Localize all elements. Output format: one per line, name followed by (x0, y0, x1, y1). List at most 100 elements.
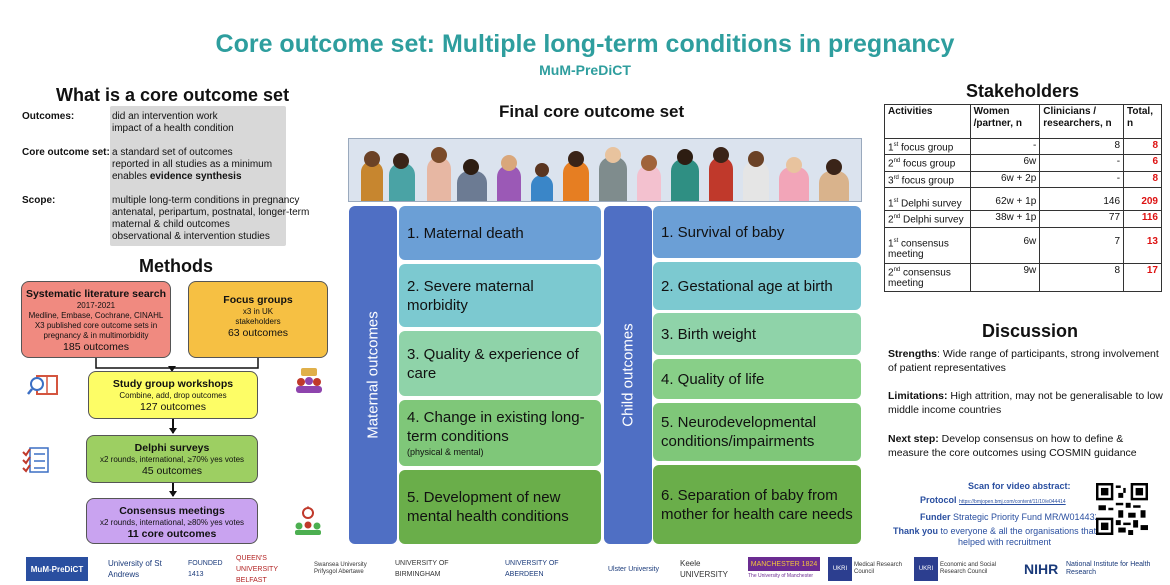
birmingham-logo: UNIVERSITY OF BIRMINGHAM (395, 560, 449, 578)
definition-line: enables evidence synthesis (112, 171, 242, 182)
consensus-line: x2 rounds, international, ≥80% yes votes (99, 518, 245, 527)
nihr-logo: NIHR (1024, 560, 1059, 577)
aberdeen-logo: UNIVERSITY OF ABERDEEN (505, 560, 559, 578)
poster-title: Core outcome set: Multiple long-term con… (215, 30, 955, 58)
methods-connectors (95, 358, 259, 372)
total-cell: 8 (1123, 137, 1162, 156)
delphi-line: x2 rounds, international, ≥70% yes votes (99, 455, 245, 464)
consensus-box: Consensus meetings x2 rounds, internatio… (86, 498, 258, 544)
total-cell: 8 (1123, 170, 1162, 188)
mum-predict-logo: MuM-PreDiCT (26, 557, 88, 581)
lit-search-box: Systematic literature search 2017-2021 M… (21, 281, 171, 358)
esrc-logo: Economic and Social Research Council (940, 562, 997, 575)
definition-line: impact of a health condition (112, 123, 234, 134)
mrc-logo: Medical Research Council (854, 562, 903, 575)
methods-heading: Methods (139, 256, 213, 276)
definition-key: Outcomes: (22, 111, 75, 122)
women-cell: 6w + 2p (969, 170, 1041, 188)
activity-cell: 1st focus group (884, 137, 971, 156)
stakeholders-heading: Stakeholders (966, 81, 1080, 101)
connector-line (171, 358, 259, 370)
activity-cell: 2nd focus group (884, 154, 971, 172)
women-cell: 38w + 1p (969, 210, 1041, 228)
definition-line: reported in all studies as a minimum (112, 159, 273, 170)
focus-groups-count: 63 outcomes (227, 327, 289, 339)
st-andrews-logo: University of St Andrews (108, 559, 162, 579)
women-cell: 6w (969, 226, 1041, 264)
total-cell: 17 (1123, 262, 1162, 292)
lit-search-title: Systematic literature search (25, 288, 167, 300)
women-cell: 9w (969, 262, 1041, 292)
child-outcome-card: 1. Survival of baby (653, 206, 861, 258)
total-cell: 6 (1123, 154, 1162, 172)
checklist-icon (22, 447, 49, 473)
consensus-title: Consensus meetings (119, 505, 225, 517)
protocol-line[interactable]: Protocol https://bmjopen.bmj.com/content… (920, 495, 1066, 505)
lit-search-line: 2017-2021 (76, 301, 116, 310)
definition-highlight (110, 106, 286, 246)
clin-cell: 7 (1039, 226, 1125, 264)
women-cell: 62w + 1p (969, 186, 1041, 212)
stakeholders-table: Activities Women /partner, n Clinicians … (884, 104, 1162, 292)
ulster-logo: Ulster University (608, 565, 659, 573)
focus-groups-title: Focus groups (223, 294, 293, 306)
definition-key: Scope: (22, 195, 56, 206)
manchester-logo: MANCHESTER 1824 (748, 557, 820, 571)
nihr-sub-logo: National Institute for Health Research (1066, 561, 1151, 576)
workshops-line: Combine, add, drop outcomes (119, 391, 227, 400)
definition-value: multiple long-term conditions in pregnan… (112, 195, 332, 243)
funder-line: Funder Strategic Priority Fund MR/W01443… (920, 512, 1108, 522)
delphi-title: Delphi surveys (134, 442, 210, 454)
clin-cell: 146 (1039, 186, 1125, 212)
clin-cell: - (1039, 170, 1125, 188)
lit-search-count: 185 outcomes (63, 341, 129, 353)
activity-cell: 2nd Delphi survey (884, 210, 971, 228)
definition-line: observational & intervention studies (112, 231, 270, 242)
table-header-cell: Clinicians / researchers, n (1039, 104, 1125, 139)
maternal-outcome-card: 1. Maternal death (399, 206, 601, 260)
discussion-strengths: Strengths: Wide range of participants, s… (888, 348, 1159, 374)
definition-line: did an intervention work (112, 111, 218, 122)
people-illustration (348, 138, 862, 202)
child-outcome-card: 5. Neurodevelopmental conditions/impairm… (653, 403, 861, 461)
magnifier-book-icon (27, 375, 58, 395)
connector-arrowhead (168, 366, 176, 372)
definition-line: maternal & child outcomes (112, 219, 230, 230)
clin-cell: 8 (1039, 262, 1125, 292)
qr-code[interactable] (1096, 483, 1148, 535)
consensus-count: 11 core outcomes (127, 528, 217, 540)
delphi-count: 45 outcomes (141, 465, 203, 477)
activity-cell: 2nd consensus meeting (884, 262, 971, 292)
flow-arrow (169, 483, 176, 497)
workshops-box: Study group workshops Combine, add, drop… (88, 371, 258, 419)
maternal-outcomes-label: Maternal outcomes (364, 311, 382, 439)
maternal-outcomes-bar: Maternal outcomes (349, 206, 397, 544)
definition-value: did an intervention work impact of a hea… (112, 111, 332, 135)
maternal-outcome-card: 2. Severe maternal morbidity (399, 264, 601, 327)
workshops-title: Study group workshops (112, 378, 234, 390)
connector-line (95, 358, 172, 369)
child-outcome-card: 2. Gestational age at birth (653, 262, 861, 310)
discussion-next-step: Next step: Develop consensus on how to d… (888, 433, 1137, 459)
child-outcome-card: 3. Birth weight (653, 313, 861, 355)
total-cell: 116 (1123, 210, 1162, 228)
women-cell: 6w (969, 154, 1041, 172)
founded-logo: FOUNDED 1413 (188, 560, 223, 578)
ukri-mrc-logo: UKRI (828, 557, 852, 581)
lit-search-line: Medline, Embase, Cochrane, CINAHL (28, 311, 164, 320)
table-header-cell: Women /partner, n (969, 104, 1041, 139)
activity-cell: 1st consensus meeting (884, 226, 971, 264)
women-cell: - (969, 137, 1041, 156)
total-cell: 13 (1123, 226, 1162, 264)
focus-groups-line: x3 in UK (242, 307, 274, 316)
ukri-esrc-logo: UKRI (914, 557, 938, 581)
final-set-heading: Final core outcome set (499, 102, 685, 121)
discussion-limitations: Limitations: High attrition, may not be … (888, 390, 1163, 416)
thank-you-line: Thank you to everyone & all the organisa… (893, 526, 1097, 536)
lit-search-line: X3 published core outcome sets in (34, 321, 158, 330)
